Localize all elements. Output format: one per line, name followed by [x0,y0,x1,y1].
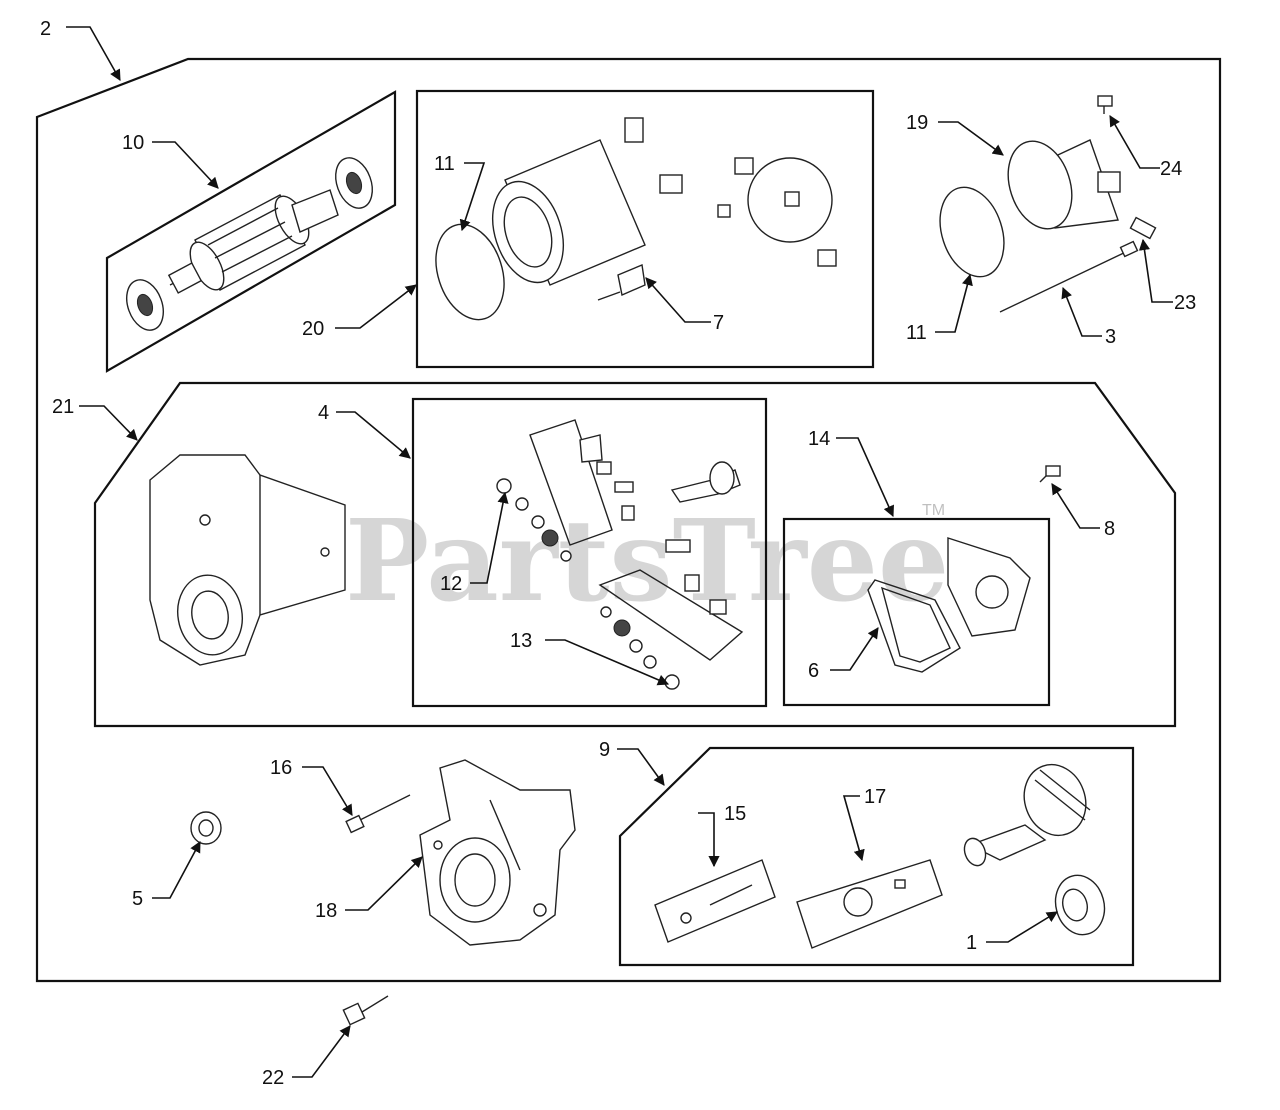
drive-housing-part [149,454,346,666]
overrunning-clutch-part [963,763,1091,867]
callout-3: 3 [1105,326,1116,348]
clutch-group-box [618,746,1135,967]
callout-1: 1 [966,932,977,954]
callout-14: 14 [808,428,830,450]
brush-holder-part [717,157,837,267]
callout-6: 6 [808,660,819,682]
watermark-trademark: TM [922,502,945,519]
gasket-14-part [947,537,1031,637]
yoke-part [492,117,683,286]
callout-4: 4 [318,402,329,424]
bearing-right-part [335,157,373,209]
pinion-17-kit-part [796,859,943,949]
armature-group-box [105,90,397,373]
bolt-23-part [1129,216,1157,240]
callout-16: 16 [270,757,292,779]
starter-assembly-frame [35,57,1222,983]
callout-11-right: 11 [906,322,927,344]
through-bolt-3-part [999,240,1139,313]
callout-24: 24 [1160,158,1182,180]
callout-12: 12 [440,573,462,595]
housing-group-box [93,381,1177,728]
front-bracket-part [419,759,576,946]
callout-21: 21 [52,396,74,418]
bolt-16-part [345,794,411,834]
callout-leaders [66,26,1173,1078]
pinion-1-part [1054,874,1106,936]
callout-9: 9 [599,739,610,761]
callout-15: 15 [724,803,746,825]
callout-18: 18 [315,900,337,922]
gasket-set-box [782,517,1051,707]
callout-8: 8 [1104,518,1115,540]
contact-set-part [496,419,744,690]
contact-set-box [411,397,768,708]
yoke-group-box [415,89,875,369]
pinion-15-kit-part [654,859,776,943]
callout-23: 23 [1174,292,1196,314]
watermark-text: PartsTree [345,496,949,627]
callout-22: 22 [262,1067,284,1089]
callout-5: 5 [132,888,143,910]
screw-24-part [1097,95,1113,114]
gasket-6-part [867,579,961,673]
rear-cover-part [1007,139,1121,230]
screw-8-part [1039,465,1061,483]
callout-11-left: 11 [434,153,455,175]
o-ring-11-right-part [939,186,1005,278]
o-ring-11-left-part [435,223,505,321]
callout-20: 20 [302,318,324,340]
callout-10: 10 [122,132,144,154]
callout-17: 17 [864,786,886,808]
armature-part [167,189,339,294]
brush-spring-7-part [597,264,646,301]
bearing-left-part [126,279,164,331]
callout-19: 19 [906,112,928,134]
callout-2: 2 [40,18,51,40]
bolt-22-part [342,995,389,1026]
callout-7: 7 [713,312,724,334]
nut-5-part [190,811,222,845]
callout-13: 13 [510,630,532,652]
